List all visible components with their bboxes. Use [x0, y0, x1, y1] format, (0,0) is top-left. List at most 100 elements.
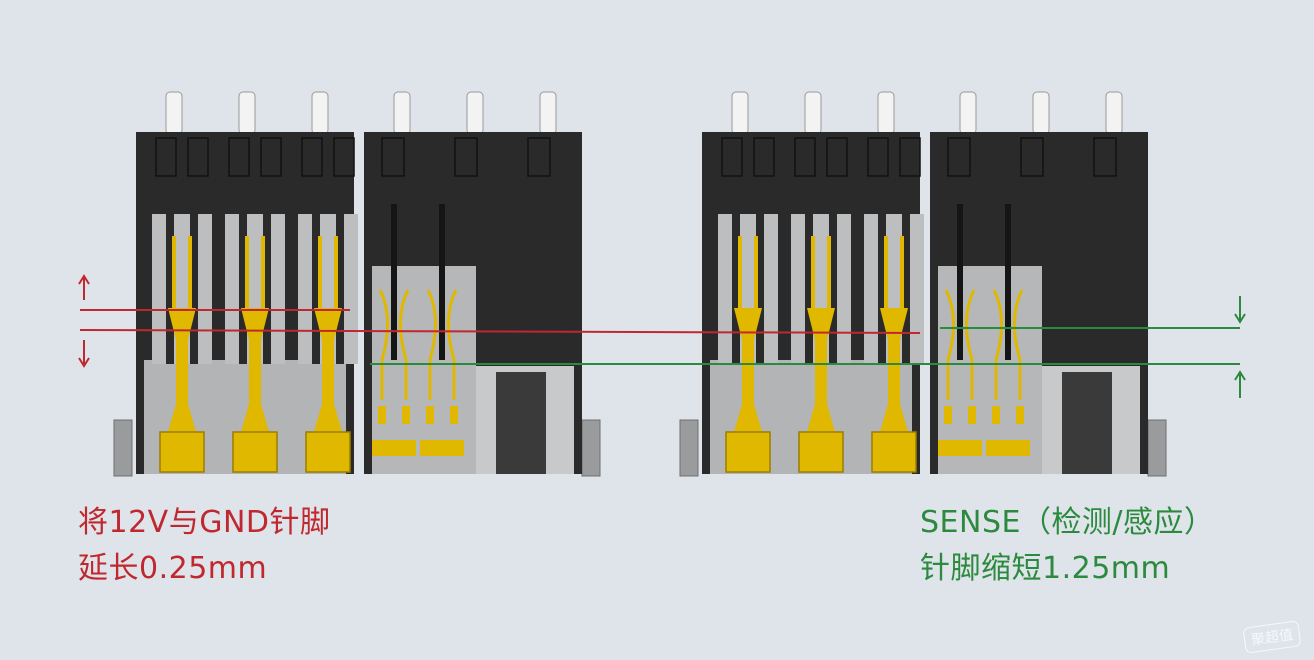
sense-pin-leg: [450, 406, 458, 424]
pin-pad: [159, 431, 205, 473]
slot-divider: [829, 214, 837, 364]
sense-pin-contact: [378, 289, 410, 400]
power-pin-caption-line2: 延长0.25mm: [78, 551, 268, 586]
housing-window: [1020, 137, 1044, 177]
power-pin-caption-line1: 将12V与GND针脚: [78, 505, 331, 540]
slot-divider: [902, 214, 910, 364]
right-connector: [679, 91, 1167, 477]
side-clip: [113, 419, 133, 477]
housing-window: [826, 137, 848, 177]
pin-contact: [318, 236, 322, 316]
top-pin: [238, 91, 256, 135]
slot-divider: [239, 214, 247, 364]
green-arrow-up: [1234, 370, 1246, 398]
sense-pin-shadow: [391, 204, 397, 360]
pin-neck: [314, 404, 342, 432]
top-pin: [539, 91, 557, 135]
pin-shaft: [322, 338, 334, 408]
pin-shaft: [176, 338, 188, 408]
sense-pin-pad: [420, 440, 464, 456]
housing-window: [867, 137, 889, 177]
pin-pad: [232, 431, 278, 473]
top-pin: [466, 91, 484, 135]
pin-contact: [334, 236, 338, 316]
pin-contact: [884, 236, 888, 316]
housing-window: [1093, 137, 1117, 177]
sense-pin-pad: [372, 440, 416, 456]
housing-window: [333, 137, 355, 177]
side-clip: [679, 419, 699, 477]
housing-window: [721, 137, 743, 177]
housing-window: [947, 137, 971, 177]
housing-window: [527, 137, 551, 177]
sense-pin-contact: [944, 289, 976, 400]
pin-contact: [172, 236, 176, 316]
side-clip: [1147, 419, 1167, 477]
pin-pad: [725, 431, 771, 473]
sense-pin-shadow: [957, 204, 963, 360]
top-pin: [877, 91, 895, 135]
sense-pin-caption-line1: SENSE（检测/感应）: [920, 505, 1215, 540]
sense-pin-caption-line2: 针脚缩短1.25mm: [920, 551, 1171, 586]
pin-contact: [245, 236, 249, 316]
housing-window: [454, 137, 478, 177]
sense-block-slot: [1062, 372, 1112, 474]
pin-contact: [900, 236, 904, 316]
pin-contact: [754, 236, 758, 316]
housing-window: [260, 137, 282, 177]
pin-shaft: [815, 338, 827, 408]
sense-pin-pad: [938, 440, 982, 456]
pin-pad: [871, 431, 917, 473]
slot-divider: [166, 214, 174, 364]
top-pin: [959, 91, 977, 135]
pin-contact: [188, 236, 192, 316]
pin-neck: [807, 404, 835, 432]
pin-contact-flare: [241, 308, 269, 340]
housing-window: [187, 137, 209, 177]
pin-pad: [798, 431, 844, 473]
sense-pin-leg: [992, 406, 1000, 424]
pin-shaft: [249, 338, 261, 408]
top-pin: [165, 91, 183, 135]
sense-pin-shadow: [1005, 204, 1011, 360]
pin-shaft: [742, 338, 754, 408]
housing-window: [301, 137, 323, 177]
sense-pin-leg: [968, 406, 976, 424]
slot-divider: [878, 214, 886, 364]
sense-block-gray: [938, 266, 1042, 474]
sense-pin-leg: [944, 406, 952, 424]
sense-pin-leg: [378, 406, 386, 424]
pin-neck: [734, 404, 762, 432]
power-pin-caption: 将12V与GND针脚 延长0.25mm: [78, 500, 331, 592]
sense-block-gray: [372, 266, 476, 474]
sense-pin-shadow: [439, 204, 445, 360]
pin-contact-flare: [168, 308, 196, 340]
pin-neck: [168, 404, 196, 432]
top-pin: [1105, 91, 1123, 135]
pin-contact: [738, 236, 742, 316]
top-pin: [731, 91, 749, 135]
slot-divider: [756, 214, 764, 364]
sense-pin-leg: [402, 406, 410, 424]
slot-divider: [190, 214, 198, 364]
slot-divider: [263, 214, 271, 364]
housing-window: [794, 137, 816, 177]
sense-block-slot: [496, 372, 546, 474]
side-clip: [581, 419, 601, 477]
top-pin: [1032, 91, 1050, 135]
pin-neck: [880, 404, 908, 432]
pin-contact-flare: [314, 308, 342, 340]
housing-window: [228, 137, 250, 177]
top-pin: [393, 91, 411, 135]
sense-pin-pad: [986, 440, 1030, 456]
slot-divider: [732, 214, 740, 364]
sense-pin-leg: [1016, 406, 1024, 424]
pin-contact: [811, 236, 815, 316]
sense-pin-contact: [426, 289, 458, 400]
housing-window: [753, 137, 775, 177]
red-reference-line-lower: [79, 329, 921, 334]
sense-pin-contact: [992, 289, 1024, 400]
top-pin: [804, 91, 822, 135]
top-pin: [311, 91, 329, 135]
